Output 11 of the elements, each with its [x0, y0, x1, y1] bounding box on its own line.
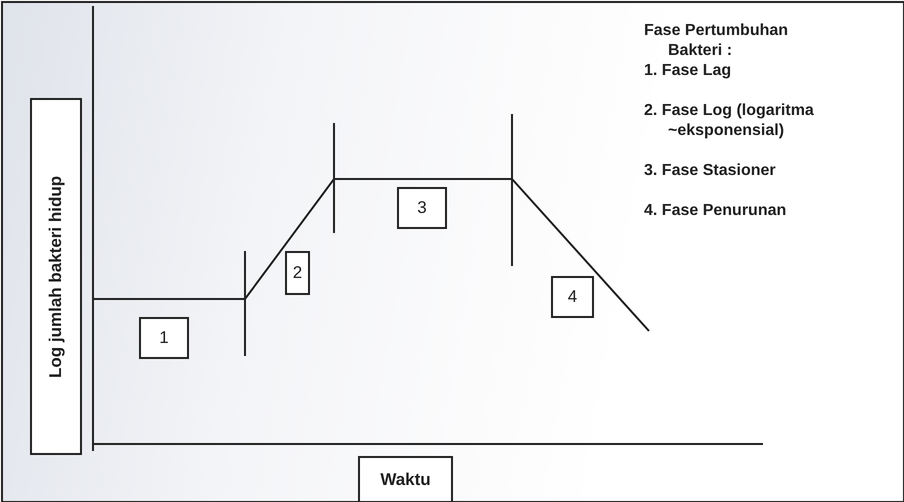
- phase-number: 4: [551, 276, 594, 318]
- phase-number: 3: [397, 187, 447, 229]
- legend-item: 1. Fase Lag: [644, 61, 732, 81]
- phase-number: 1: [139, 317, 189, 359]
- legend-item: 3. Fase Stasioner: [644, 161, 777, 181]
- axis-label: Log jumlah bakteri hidup: [30, 98, 82, 455]
- legend-item: 4. Fase Penurunan: [644, 201, 788, 221]
- legend-title: Fase Pertumbuhan Bakteri :: [644, 21, 790, 61]
- phase-number: 2: [285, 251, 310, 295]
- axis-label: Waktu: [358, 456, 453, 501]
- legend-item: 2. Fase Log (logaritma ~eksponensial): [644, 101, 815, 141]
